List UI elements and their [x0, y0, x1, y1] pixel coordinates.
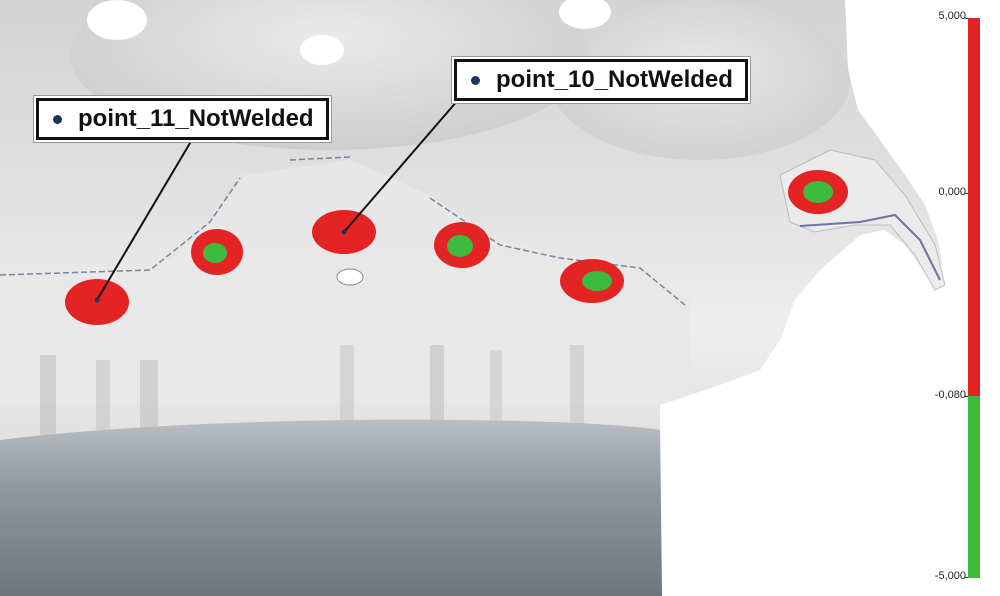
leader-line-point-11	[96, 137, 194, 301]
panel-hole	[559, 0, 611, 29]
panel-hole	[87, 0, 147, 40]
scale-label-min: -5,000	[934, 570, 966, 582]
leader-line-point-10	[343, 99, 459, 233]
panel-ribs	[40, 345, 584, 435]
weld-spot[interactable]	[191, 229, 243, 275]
weld-spot[interactable]	[434, 222, 490, 268]
scale-tick	[965, 193, 968, 194]
panel-hole	[300, 35, 344, 65]
bullet-icon	[471, 75, 480, 85]
scale-segment-red	[968, 18, 980, 396]
scale-tick	[965, 396, 968, 397]
scale-tick	[965, 577, 968, 578]
callout-label: point_11_NotWelded	[78, 105, 314, 132]
color-scale: 5,000 0,000 -0,080 -5,000	[935, 0, 1000, 596]
bracket-edge	[799, 213, 941, 281]
scale-label-threshold: -0,080	[934, 389, 966, 401]
scale-label-max: 5,000	[938, 10, 966, 22]
scale-segment-green	[968, 396, 980, 578]
weld-spot[interactable]	[560, 259, 624, 303]
weld-spot[interactable]	[788, 170, 848, 214]
callout-point-11[interactable]: point_11_NotWelded	[36, 98, 329, 140]
scale-tick	[965, 18, 968, 19]
leader-dot	[94, 297, 100, 303]
scale-label-zero: 0,000	[938, 186, 966, 198]
bullet-icon	[53, 114, 62, 124]
callout-label: point_10_NotWelded	[496, 66, 733, 93]
callout-point-10[interactable]: point_10_NotWelded	[454, 59, 748, 101]
panel-shadow	[0, 419, 662, 596]
leader-dot	[341, 229, 347, 235]
panel-hole	[336, 268, 364, 286]
